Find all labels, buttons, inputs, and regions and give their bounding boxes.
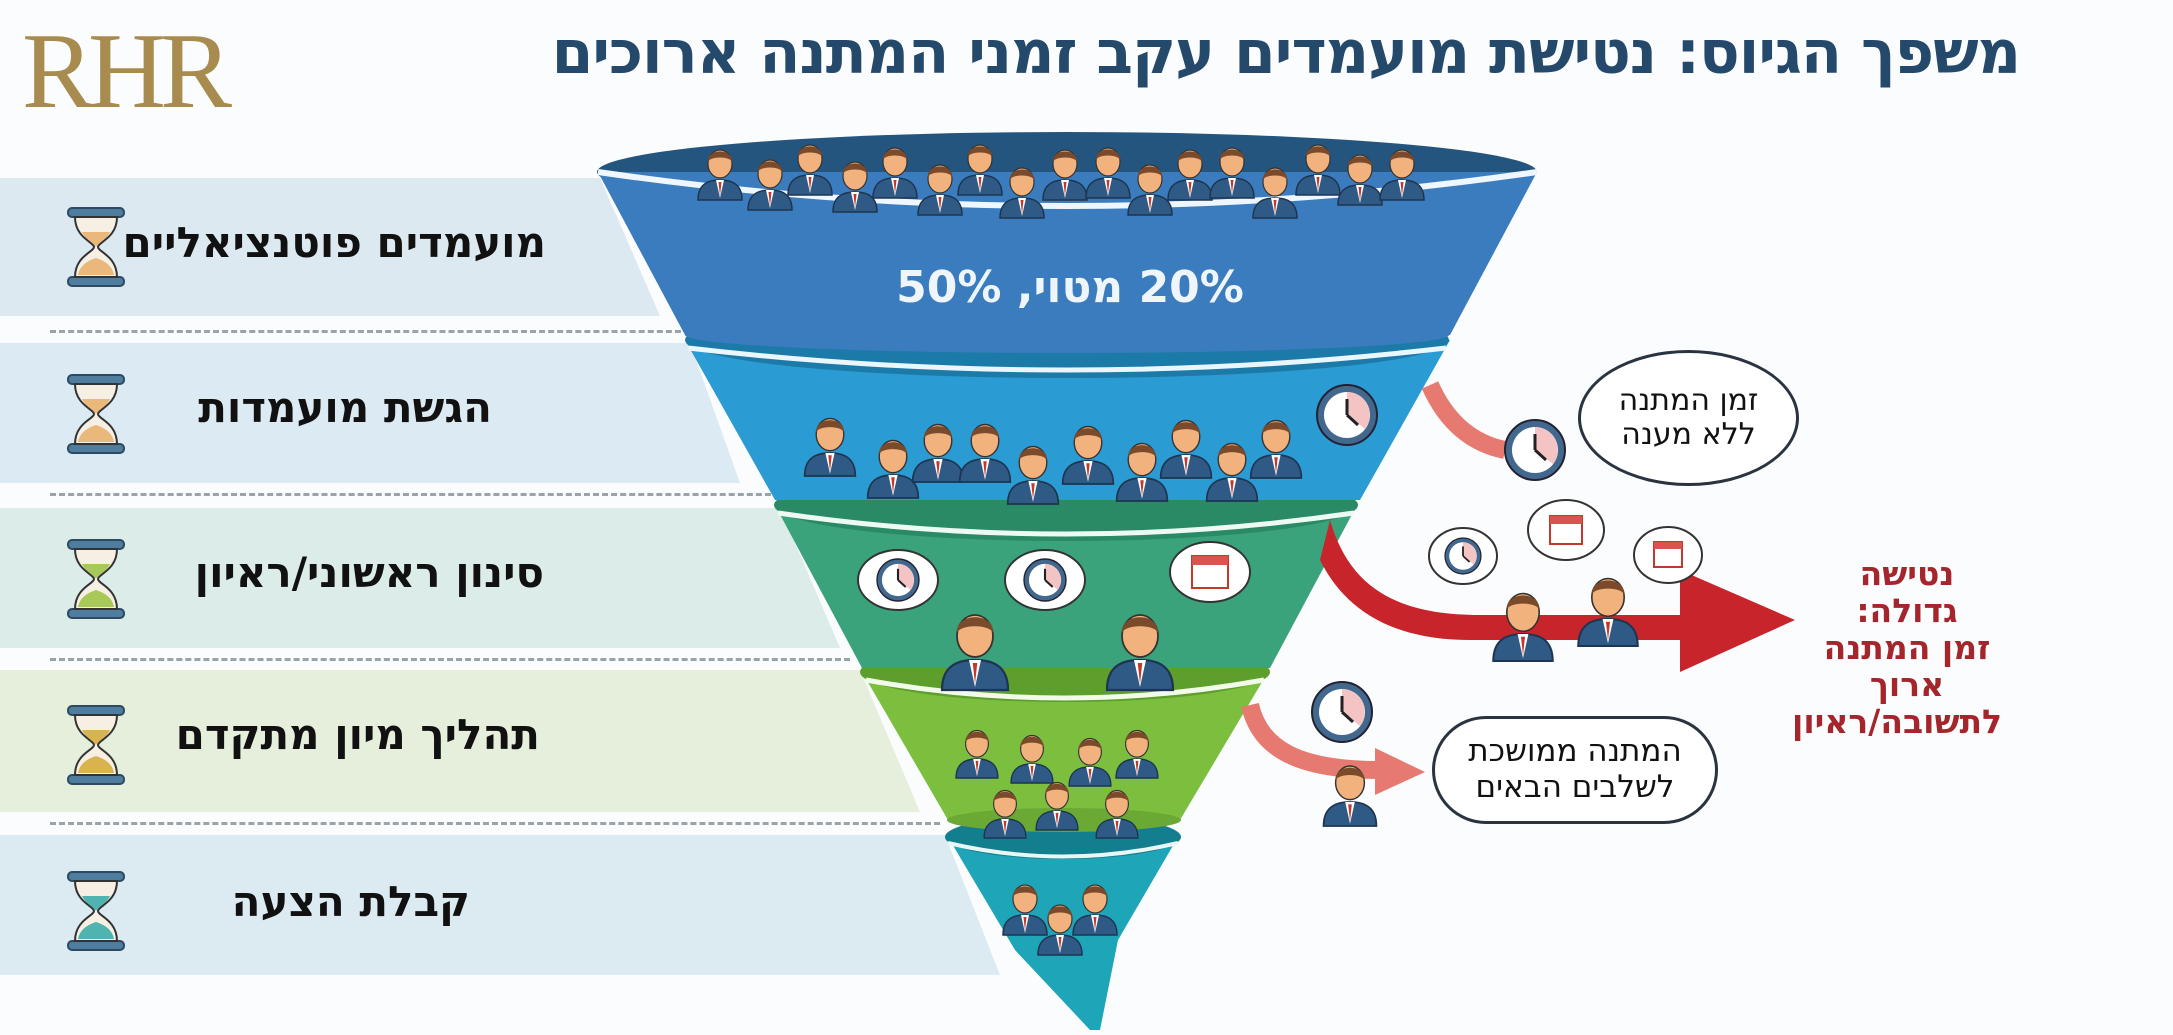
stage-band-offer: קבלת הצעה [0,835,1000,975]
stage-divider [50,822,940,825]
stage-divider [50,493,780,496]
funnel-tier-screening [774,469,1358,668]
dropoff-arrow-big [1320,520,1795,672]
stage-divider [50,658,850,661]
stage-label: מועמדים פוטנציאליים [122,218,546,267]
callout-prolonged-wait: המתנה ממושכת לשלבים הבאים [1432,716,1718,824]
funnel-top-stat: 20% מטוי, 50% [896,262,1244,313]
candidate-crowd-advanced [955,729,1159,839]
callout-line: זמן המתנה ארוך [1823,627,1991,704]
stage-band-advanced: תהליך מיון מתקדם [0,670,920,812]
stage-divider [50,330,690,333]
callout-line: המתנה ממושכת [1468,733,1682,770]
stage-label: הגשת מועמדות [198,383,492,432]
frustrated-candidates-screening [857,541,1251,692]
funnel-tier-offer [945,815,1181,1030]
rhr-logo: RHR [22,12,232,131]
callout-line: לתשובה/ראיון [1792,701,2002,741]
callout-big-dropoff: נטישה גדולה: זמן המתנה ארוך לתשובה/ראיון [1792,554,2002,741]
candidate-crowd-top [697,144,1425,219]
clock-icon [1310,680,1374,744]
stage-band-screening: סינון ראשוני/ראיון [0,508,840,648]
funnel-tier-application [685,302,1450,500]
funnel-tier-potential [597,132,1538,353]
stage-label: קבלת הצעה [231,877,470,926]
callout-line: נטישה גדולה: [1856,554,1958,630]
candidate-crowd-application [803,383,1379,505]
frustrated-candidates-dropoff [1428,499,1703,663]
stage-band-potential: מועמדים פוטנציאליים [0,178,660,316]
callout-no-response: זמן המתנה ללא מענה [1578,350,1799,486]
stage-label: תהליך מיון מתקדם [175,710,540,759]
page-title: משפך הגיוס: נטישת מועמדים עקב זמני המתנה… [551,18,2021,88]
clock-icon [1315,383,1379,447]
clock-icon [1503,418,1567,482]
stage-band-application: הגשת מועמדות [0,343,740,483]
dropoff-arrow-prolonged [1241,702,1381,779]
funnel-tier-advanced [860,642,1270,832]
calendar-icon [1191,555,1229,589]
callout-line: זמן המתנה [1618,382,1759,418]
callout-line: ללא מענה [1621,417,1756,452]
callout-line: לשלבים הבאים [1475,769,1675,805]
stage-label: סינון ראשוני/ראיון [194,548,544,597]
dropoff-arrow-no-response [1421,381,1507,459]
candidate-crowd-offer [1002,884,1118,956]
